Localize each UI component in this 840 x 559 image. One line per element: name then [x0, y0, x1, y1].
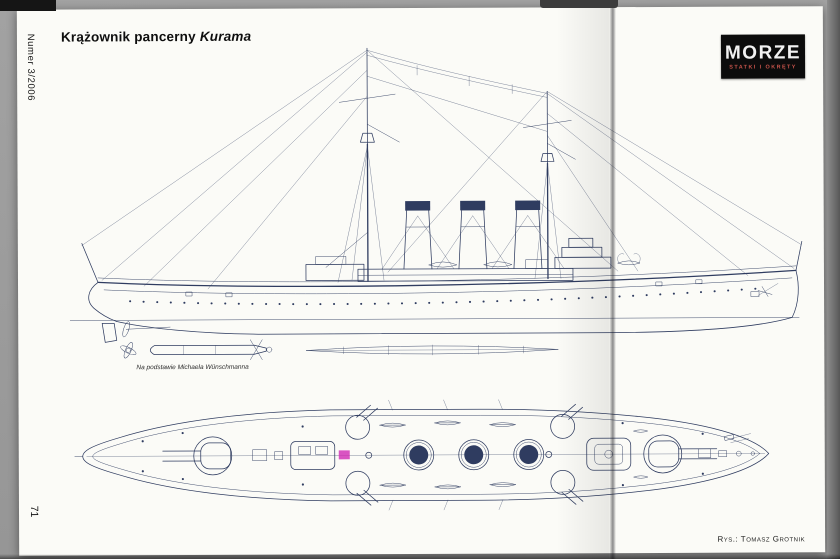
scan-corner-top-left — [0, 0, 56, 11]
source-caption: Na podstawie Michaela Wünschmanna — [136, 363, 249, 372]
boats — [428, 253, 641, 268]
plan-superstructure — [290, 437, 632, 471]
scan-corner-top-right — [540, 0, 618, 8]
spine-issue-text: Numer 3/2006 — [24, 33, 37, 102]
scan-edge-right — [827, 0, 840, 559]
plan-boats — [379, 399, 649, 511]
plan-deck-fittings — [141, 422, 755, 487]
deck-plan-drawing — [74, 399, 770, 511]
plan-turrets — [162, 403, 718, 506]
plan-funnels — [403, 439, 545, 471]
rigging — [81, 50, 801, 290]
illustrator-credit: Rys.: Tomasz Grotnik — [717, 534, 806, 544]
hull — [69, 265, 800, 343]
masts — [325, 47, 576, 282]
side-profile-drawing — [69, 47, 803, 360]
scan-color-artifact — [338, 450, 350, 460]
scan-edge-bottom — [0, 554, 840, 559]
funnels — [381, 200, 565, 270]
detail-drawings — [120, 339, 559, 360]
page-number: 71 — [27, 505, 41, 518]
bow-stern-fittings — [81, 240, 803, 297]
superstructure — [305, 237, 612, 282]
